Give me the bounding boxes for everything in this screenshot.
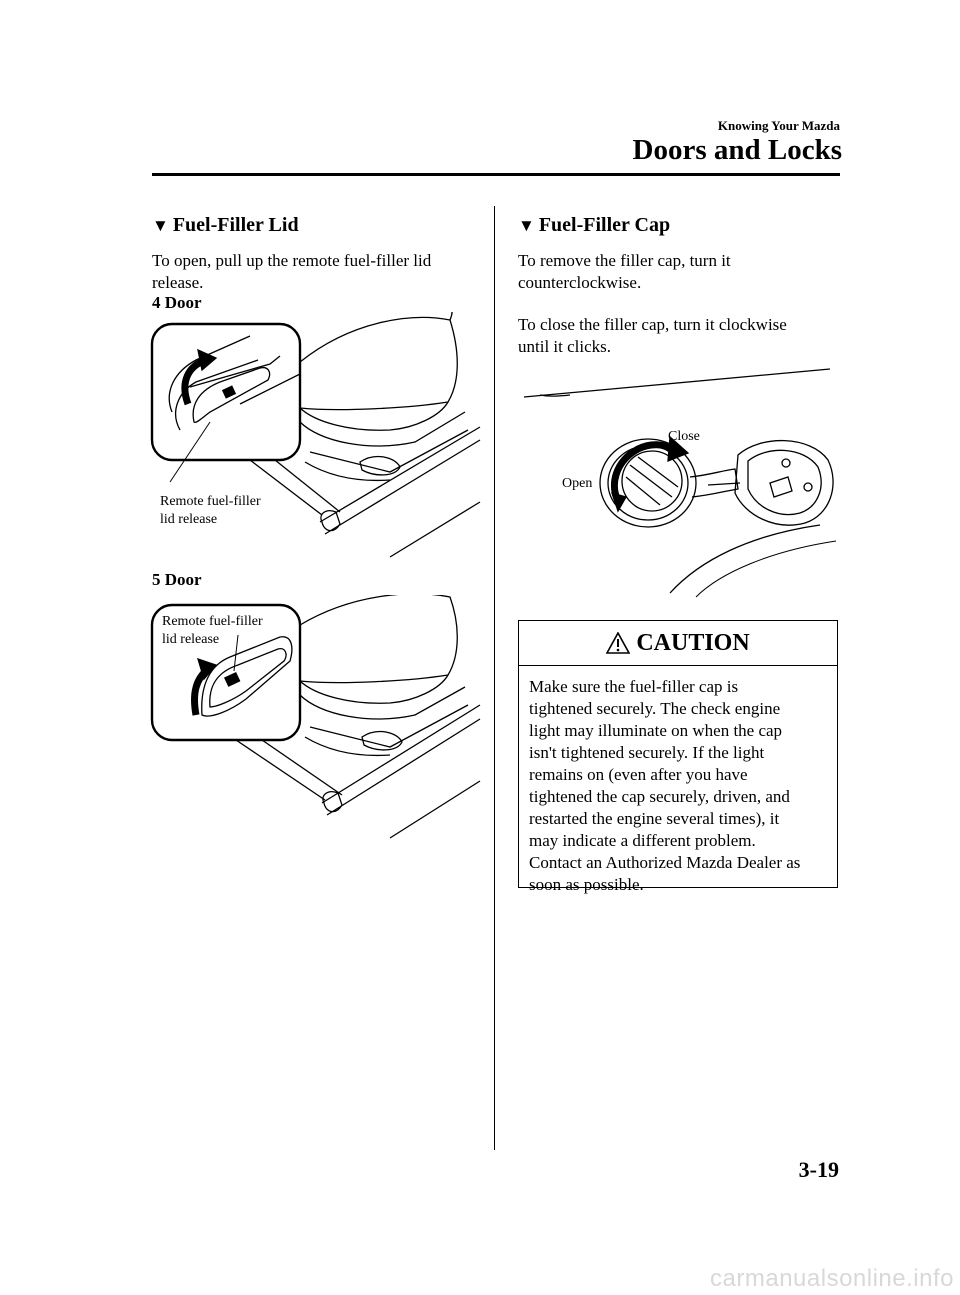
close-line-1: To close the filler cap, turn it clockwi… bbox=[518, 315, 787, 334]
header-rule bbox=[152, 173, 840, 176]
door5-label: 5 Door bbox=[152, 570, 202, 589]
running-header-section: Knowing Your Mazda bbox=[717, 118, 840, 133]
section-heading-fuel-filler-lid: ▼Fuel-Filler Lid bbox=[152, 214, 299, 237]
down-triangle-icon: ▼ bbox=[518, 216, 535, 235]
caution-line: Make sure the fuel-filler cap is bbox=[529, 677, 739, 696]
heading-text: Fuel-Filler Lid bbox=[172, 214, 299, 236]
caution-line: light may illuminate on when the cap bbox=[529, 721, 783, 740]
fig2-callout-line-2: lid release bbox=[162, 632, 220, 647]
caution-line: soon as possible. bbox=[529, 875, 644, 894]
watermark: carmanualsonline.info bbox=[710, 1265, 954, 1292]
fig1-callout-line-1: Remote fuel-filler bbox=[160, 494, 261, 509]
column-divider bbox=[494, 206, 495, 1150]
remove-line-1: To remove the filler cap, turn it bbox=[518, 251, 731, 270]
caution-line: tightened securely. The check engine bbox=[529, 699, 781, 718]
fig3-close-label: Close bbox=[668, 429, 700, 444]
figure-fuel-filler-cap bbox=[523, 368, 837, 598]
down-triangle-icon: ▼ bbox=[152, 216, 169, 235]
warning-triangle-icon bbox=[606, 632, 631, 654]
fig3-open-label: Open bbox=[562, 476, 593, 491]
fig1-callout-line-2: lid release bbox=[160, 512, 218, 527]
close-line-2: until it clicks. bbox=[518, 337, 612, 356]
caution-line: restarted the engine several times), it bbox=[529, 809, 780, 828]
fig2-callout-line-1: Remote fuel-filler bbox=[162, 614, 263, 629]
caution-line: remains on (even after you have bbox=[529, 765, 748, 784]
caution-line: Contact an Authorized Mazda Dealer as bbox=[529, 853, 801, 872]
running-header-chapter: Doors and Locks bbox=[632, 134, 843, 166]
intro-line-1: To open, pull up the remote fuel-filler … bbox=[152, 251, 432, 270]
heading-text: Fuel-Filler Cap bbox=[538, 214, 671, 236]
caution-box: CAUTION Make sure the fuel-filler cap is… bbox=[518, 620, 838, 894]
caution-title: CAUTION bbox=[636, 629, 750, 656]
page-number: 3-19 bbox=[798, 1157, 839, 1182]
caution-line: tightened the cap securely, driven, and bbox=[529, 787, 790, 806]
door4-label: 4 Door bbox=[152, 293, 202, 312]
caution-header: CAUTION bbox=[519, 621, 837, 666]
caution-line: isn't tightened securely. If the light bbox=[529, 743, 765, 762]
caution-text: Make sure the fuel-filler cap is tighten… bbox=[519, 666, 837, 896]
figure-5door-lid-release bbox=[150, 595, 481, 839]
section-heading-fuel-filler-cap: ▼Fuel-Filler Cap bbox=[518, 214, 670, 237]
intro-line-2: release. bbox=[152, 273, 204, 292]
figure-4door-lid-release bbox=[150, 312, 481, 558]
remove-line-2: counterclockwise. bbox=[518, 273, 642, 292]
caution-line: may indicate a different problem. bbox=[529, 831, 756, 850]
